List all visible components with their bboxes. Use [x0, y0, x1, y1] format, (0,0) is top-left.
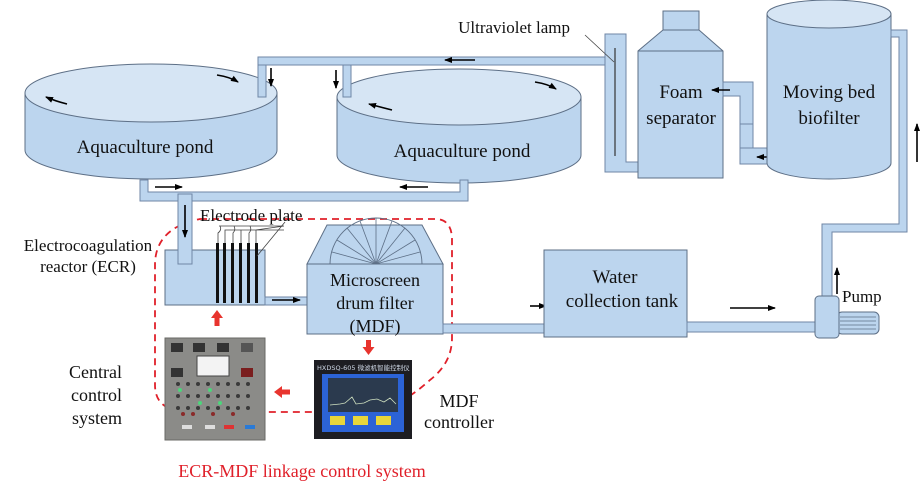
electrode-plate-label: Electrode plate	[200, 206, 302, 225]
tank-to-pump-pipe	[686, 305, 816, 333]
mdf-controller-header: HXDSQ-605 微滤机智能控制仪	[317, 363, 410, 372]
aquaculture-pond-2: Aquaculture pond	[333, 64, 582, 184]
ccs-label-line1: Central	[69, 362, 122, 382]
aquaculture-pond-1: Aquaculture pond	[24, 63, 278, 180]
control-arrow-down-icon	[362, 340, 375, 355]
uv-lamp-label: Ultraviolet lamp	[458, 18, 570, 37]
foam-separator: Foam separator	[637, 10, 724, 179]
ccs-label-line3: system	[72, 408, 122, 428]
mdf-controller-label-line1: MDF	[439, 391, 478, 411]
mdf-controller: HXDSQ-605 微滤机智能控制仪 MDF controller	[314, 360, 494, 439]
circulation-arrow-icon	[534, 81, 557, 90]
mdf-to-tank-pipe	[442, 303, 547, 334]
pond-1-label: Aquaculture pond	[77, 137, 214, 158]
mdf-controller-label-line2: controller	[424, 412, 494, 432]
circulation-arrow-icon	[216, 74, 239, 83]
water-collection-tank: Water collection tank	[543, 249, 688, 338]
foam-label-line2: separator	[646, 108, 716, 129]
control-system-label: ECR-MDF linkage control system	[178, 461, 425, 481]
ecr-label-line1: Electrocoagulation	[24, 236, 153, 255]
foam-label-line1: Foam	[659, 82, 703, 103]
electrocoagulation-reactor: Electrode plate Electrocoagulation react…	[24, 193, 302, 306]
ecr-label-line2: reactor (ECR)	[40, 257, 136, 276]
mdf-label-line1: Microscreen	[330, 270, 420, 290]
pond-2-label: Aquaculture pond	[394, 141, 531, 162]
moving-bed-biofilter: Moving bed biofilter	[766, 0, 892, 180]
control-arrow-up-icon	[211, 310, 223, 326]
pump: Pump	[814, 287, 882, 339]
control-arrow-left-icon	[274, 386, 290, 398]
pump-label: Pump	[842, 287, 882, 306]
mbbr-label-line2: biofilter	[798, 108, 860, 129]
mdf-label-line2: drum filter	[336, 293, 413, 313]
tank-label-line2: collection tank	[566, 291, 679, 312]
central-control-panel: Central control system	[69, 337, 266, 441]
mdf-label-line3: (MDF)	[349, 316, 400, 337]
electrode-plates	[216, 221, 286, 303]
ultraviolet-lamp: Ultraviolet lamp	[458, 18, 639, 173]
circulation-arrow-icon	[45, 96, 68, 105]
microscreen-drum-filter: Microscreen drum filter (MDF)	[306, 217, 444, 337]
mbbr-label-line1: Moving bed	[783, 82, 876, 103]
circulation-arrow-icon	[368, 102, 393, 111]
tank-label-line1: Water	[593, 267, 639, 288]
ccs-label-line2: control	[71, 385, 122, 405]
ecr-to-mdf-pipe	[264, 296, 308, 306]
